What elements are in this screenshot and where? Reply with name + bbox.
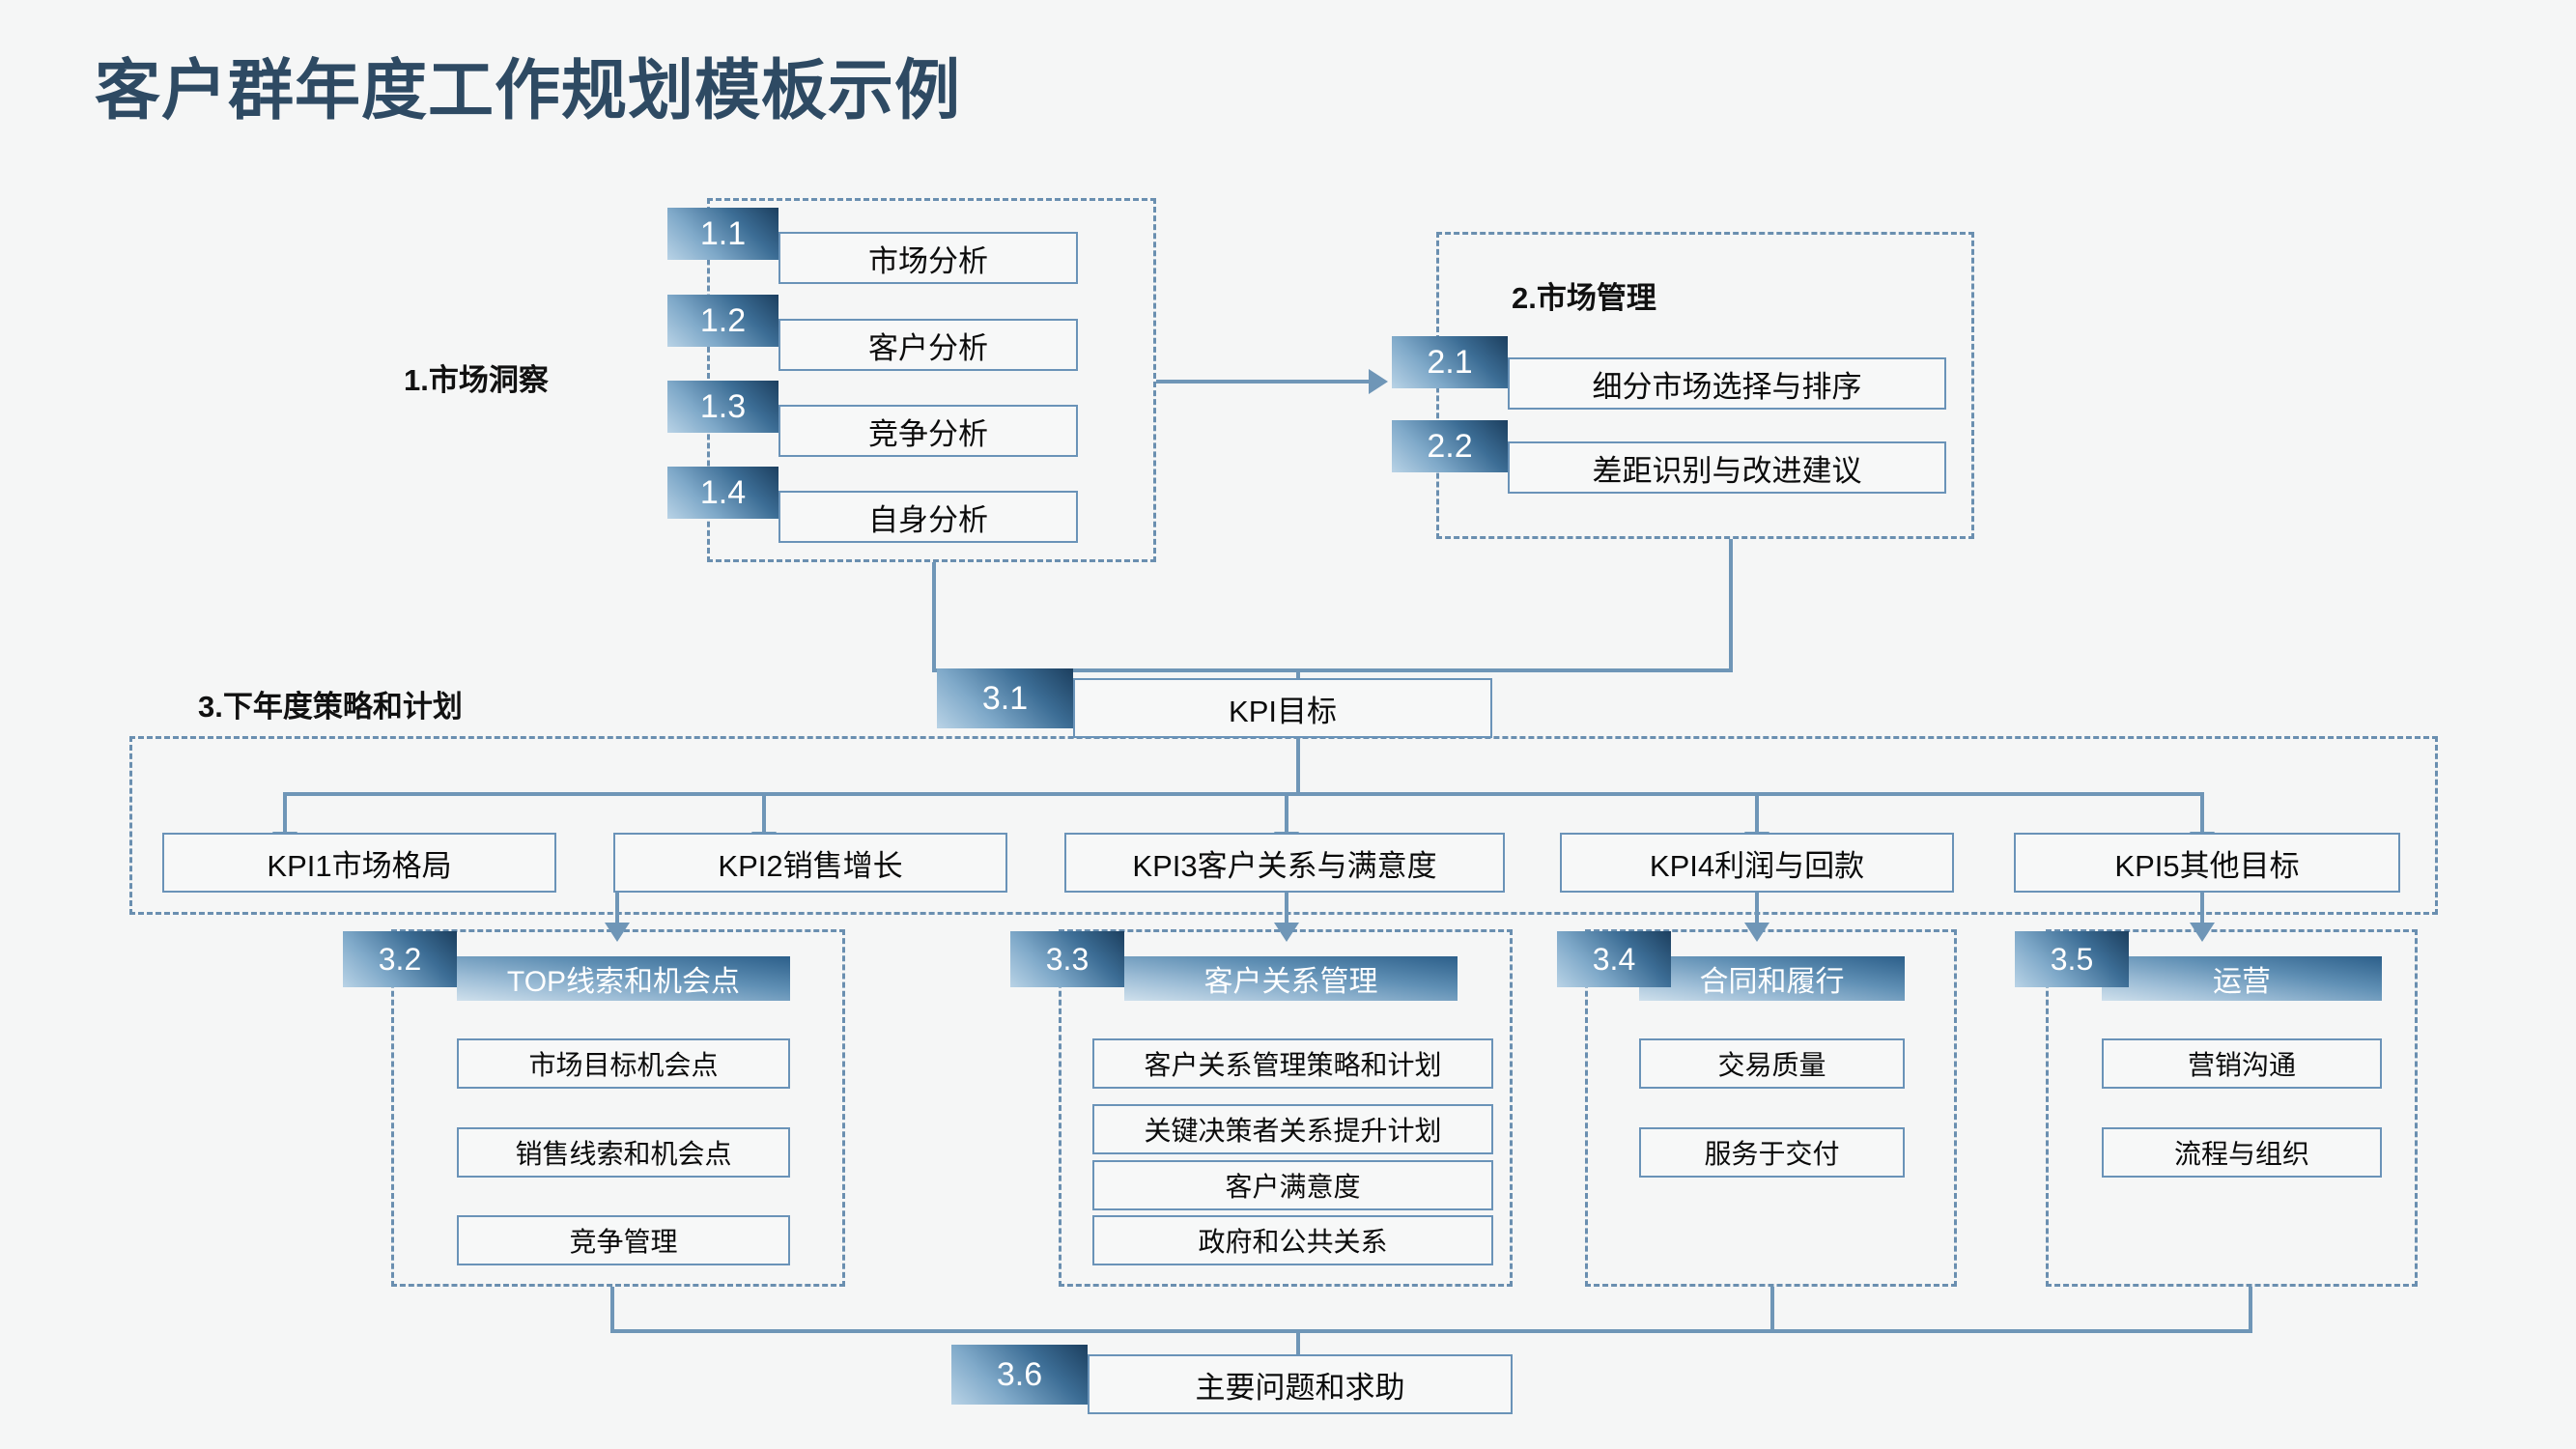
badge-3-1[interactable]: 3.1 <box>937 668 1073 728</box>
connector-panel33-drop <box>1285 893 1288 929</box>
box-kpi-3[interactable]: KPI3客户关系与满意度 <box>1064 833 1505 893</box>
connector-s1-down <box>932 562 936 670</box>
connector-bus-to-kpi-goal <box>932 668 1733 672</box>
connector-s1-to-s2 <box>1156 380 1369 384</box>
badge-3-3[interactable]: 3.3 <box>1010 931 1124 987</box>
connector-into-summary <box>1296 1329 1300 1374</box>
badge-3-6[interactable]: 3.6 <box>951 1345 1088 1405</box>
connector-panel35-drop <box>2200 893 2204 929</box>
connector-bottom-bus <box>610 1329 2252 1333</box>
box-1-1[interactable]: 市场分析 <box>778 232 1078 284</box>
page-title: 客户群年度工作规划模板示例 <box>95 54 962 128</box>
item-3-2-2[interactable]: 销售线索和机会点 <box>457 1127 790 1178</box>
box-kpi-4[interactable]: KPI4利润与回款 <box>1560 833 1954 893</box>
connector-kpi5-drop <box>2200 792 2204 838</box>
box-2-1[interactable]: 细分市场选择与排序 <box>1508 357 1946 410</box>
header-3-5: 运营 <box>2102 956 2382 1001</box>
box-1-3[interactable]: 竞争分析 <box>778 405 1078 457</box>
header-3-4: 合同和履行 <box>1639 956 1905 1001</box>
connector-kpi4-drop <box>1755 792 1759 838</box>
panel-3-4-container <box>1585 929 1957 1287</box>
box-kpi-goal[interactable]: KPI目标 <box>1073 678 1492 738</box>
box-kpi-5[interactable]: KPI5其他目标 <box>2014 833 2400 893</box>
item-3-3-1[interactable]: 客户关系管理策略和计划 <box>1092 1038 1493 1089</box>
box-kpi-1[interactable]: KPI1市场格局 <box>162 833 556 893</box>
connector-kpi2-drop <box>762 792 766 838</box>
section-1-container <box>707 198 1156 562</box>
connector-panel32-bottom <box>610 1287 614 1333</box>
section-3-caption: 3.下年度策略和计划 <box>198 690 463 724</box>
item-3-3-3[interactable]: 客户满意度 <box>1092 1160 1493 1210</box>
arrow-into-panel-3-5 <box>2190 923 2215 942</box>
item-3-4-2[interactable]: 服务于交付 <box>1639 1127 1905 1178</box>
section-1-caption: 1.市场洞察 <box>404 363 549 397</box>
badge-2-2[interactable]: 2.2 <box>1392 420 1508 472</box>
panel-3-5-container <box>2046 929 2418 1287</box>
header-3-2: TOP线索和机会点 <box>457 956 790 1001</box>
arrow-into-panel-3-2 <box>605 923 630 942</box>
connector-panel32-drop <box>615 893 619 929</box>
badge-1-1[interactable]: 1.1 <box>667 208 778 260</box>
item-3-4-1[interactable]: 交易质量 <box>1639 1038 1905 1089</box>
arrow-s1-to-s2-head <box>1369 369 1388 394</box>
item-3-3-2[interactable]: 关键决策者关系提升计划 <box>1092 1104 1493 1154</box>
connector-s2-down <box>1729 539 1733 670</box>
section-2-caption: 2.市场管理 <box>1512 281 1656 315</box>
connector-kpi-bus <box>283 792 2200 796</box>
item-3-5-2[interactable]: 流程与组织 <box>2102 1127 2382 1178</box>
item-3-2-1[interactable]: 市场目标机会点 <box>457 1038 790 1089</box>
connector-kpi1-drop <box>283 792 287 838</box>
box-kpi-2[interactable]: KPI2销售增长 <box>613 833 1007 893</box>
arrow-into-panel-3-4 <box>1744 923 1769 942</box>
badge-3-2[interactable]: 3.2 <box>343 931 457 987</box>
badge-2-1[interactable]: 2.1 <box>1392 336 1508 388</box>
box-summary[interactable]: 主要问题和求助 <box>1088 1354 1513 1414</box>
connector-kpi-goal-down <box>1296 738 1300 794</box>
connector-panel34-bottom <box>1770 1287 1774 1333</box>
connector-panel35-bottom <box>2249 1287 2252 1333</box>
connector-panel34-drop <box>1755 893 1759 929</box>
badge-1-2[interactable]: 1.2 <box>667 295 778 347</box>
box-1-4[interactable]: 自身分析 <box>778 491 1078 543</box>
item-3-3-4[interactable]: 政府和公共关系 <box>1092 1215 1493 1265</box>
box-1-2[interactable]: 客户分析 <box>778 319 1078 371</box>
badge-1-4[interactable]: 1.4 <box>667 467 778 519</box>
item-3-5-1[interactable]: 营销沟通 <box>2102 1038 2382 1089</box>
badge-3-4[interactable]: 3.4 <box>1557 931 1671 987</box>
badge-3-5[interactable]: 3.5 <box>2015 931 2129 987</box>
box-2-2[interactable]: 差距识别与改进建议 <box>1508 441 1946 494</box>
connector-kpi3-drop <box>1285 792 1288 838</box>
badge-1-3[interactable]: 1.3 <box>667 381 778 433</box>
item-3-2-3[interactable]: 竞争管理 <box>457 1215 790 1265</box>
header-3-3: 客户关系管理 <box>1124 956 1458 1001</box>
arrow-into-panel-3-3 <box>1274 923 1299 942</box>
